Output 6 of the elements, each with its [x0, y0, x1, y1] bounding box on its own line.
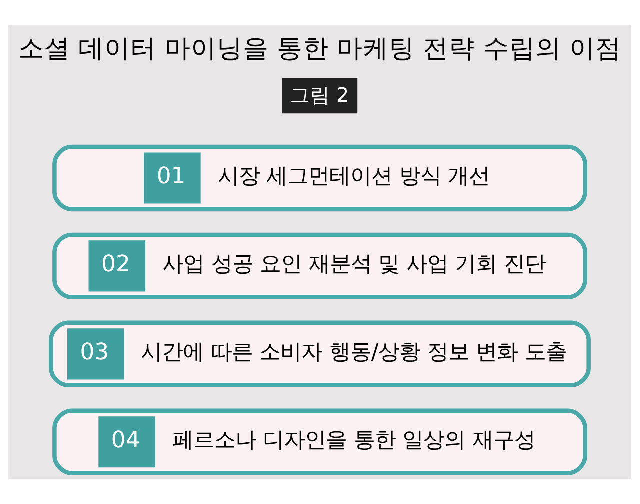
- node-box: 03 시간에 따른 소비자 행동/상황 정보 변화 도출: [49, 320, 591, 388]
- node-box: 04 페르소나 디자인을 통한 일상의 재구성: [52, 408, 588, 476]
- node-box: 02 사업 성공 요인 재분석 및 사업 기회 진단: [52, 232, 588, 300]
- diagram-title: 소셜 데이터 마이닝을 통한 마케팅 전략 수립의 이점: [18, 34, 622, 64]
- node-box: 01 시장 세그먼테이션 방식 개선: [52, 144, 588, 212]
- label: 그림 2: [290, 84, 350, 107]
